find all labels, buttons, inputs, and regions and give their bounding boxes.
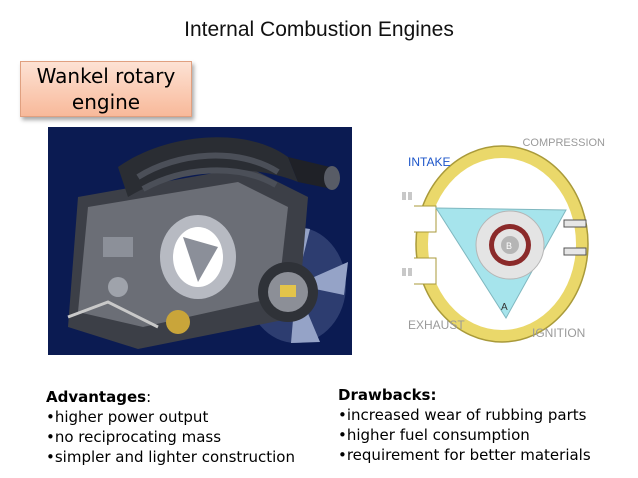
drawbacks-heading: Drawbacks: <box>338 386 437 404</box>
advantage-item: •higher power output <box>46 408 209 426</box>
drawback-item: •requirement for better materials <box>338 446 591 464</box>
label-ignition: IGNITION <box>532 326 585 340</box>
advantage-item: •no reciprocating mass <box>46 428 222 446</box>
drawbacks-section: Drawbacks: •increased wear of rubbing pa… <box>338 385 591 465</box>
advantages-heading: Advantages <box>46 388 147 406</box>
rotary-engine-diagram: COMPRESSION INTAKE EXHAUST IGNITION A B <box>402 137 605 343</box>
label-exhaust: EXHAUST <box>408 318 465 332</box>
label-intake: INTAKE <box>408 155 450 169</box>
callout-line-1: Wankel rotary <box>36 64 176 88</box>
label-rotor-center: B <box>506 241 512 251</box>
slide-title: Internal Combustion Engines <box>184 18 454 41</box>
label-compression: COMPRESSION <box>522 137 605 149</box>
engine-photo <box>48 127 352 355</box>
callout-line-2: engine <box>71 90 141 114</box>
label-rotor-apex: A <box>501 302 508 313</box>
advantage-item: •simpler and lighter construction <box>46 448 295 466</box>
drawback-item: •increased wear of rubbing parts <box>338 406 587 424</box>
drawback-item: •higher fuel consumption <box>338 426 530 444</box>
engine-name-callout: Wankel rotary engine <box>20 61 192 117</box>
advantages-section: Advantages: •higher power output •no rec… <box>46 388 295 466</box>
